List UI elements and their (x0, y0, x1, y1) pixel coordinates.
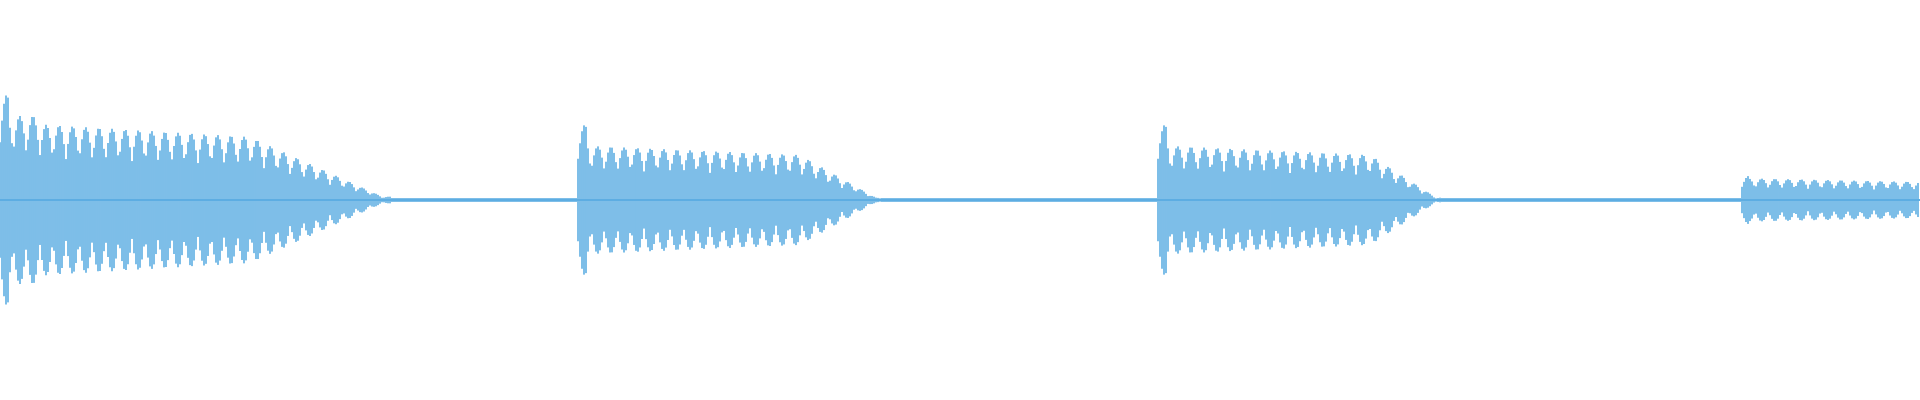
waveform-bars (0, 95, 1920, 305)
